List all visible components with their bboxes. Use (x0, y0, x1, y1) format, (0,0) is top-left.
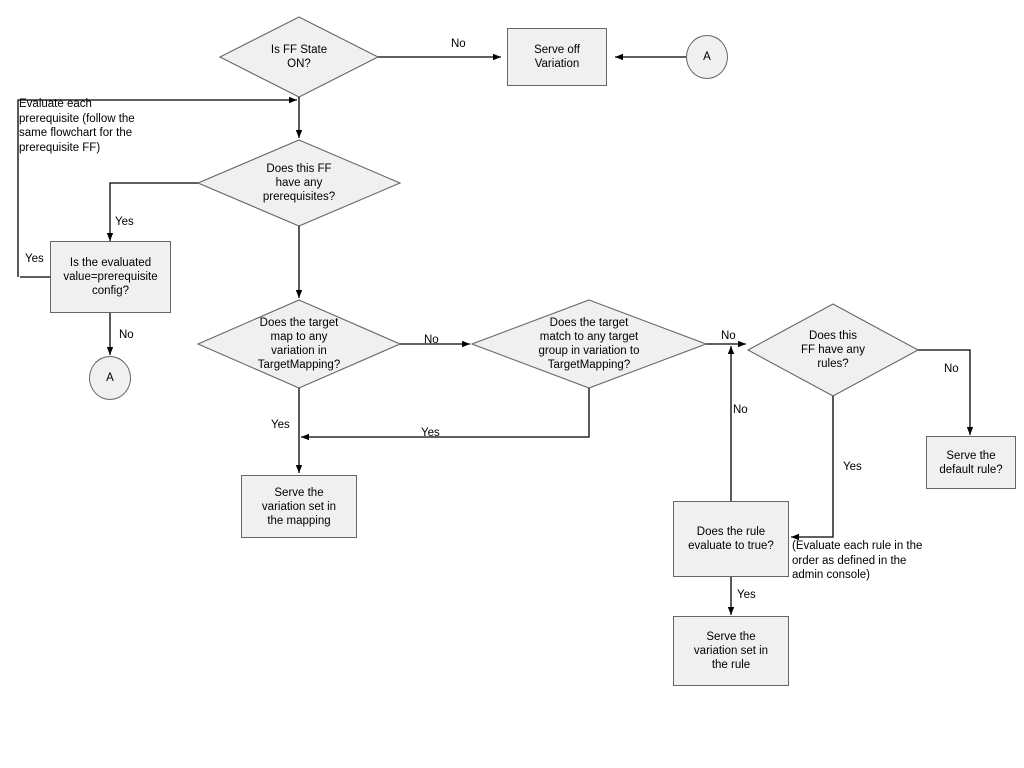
edge-label-rules-no: No (944, 363, 959, 375)
process-serve-variation-rule-label: Serve the variation set in the rule (693, 631, 769, 671)
connector-a-top-label: A (703, 51, 711, 63)
edge-label-prerequisite-config-yes: Yes (25, 253, 44, 265)
decision-has-prerequisites-label: Does this FF have any prerequisites? (262, 163, 336, 203)
process-serve-variation-mapping[interactable]: Serve the variation set in the mapping (241, 475, 357, 538)
process-serve-variation-mapping-label: Serve the variation set in the mapping (261, 486, 337, 527)
edge-label-rules-yes: Yes (843, 461, 862, 473)
edge-label-target-map-yes: Yes (271, 419, 290, 431)
process-serve-off-variation-label: Serve off Variation (534, 44, 580, 70)
decision-has-rules[interactable]: Does this FF have any rules? (748, 304, 918, 396)
note-rule-evaluation-order: (Evaluate each rule in the order as defi… (792, 540, 923, 581)
edge-label-rule-evaluate-no: No (733, 404, 748, 416)
edge-label-target-map-no: No (424, 334, 439, 346)
edge-label-target-group-yes: Yes (421, 427, 440, 439)
edge-rules-no (918, 349, 974, 435)
decision-target-map-to-variation-label: Does the target map to any variation in … (257, 317, 341, 371)
edge-label-prerequisite-config-no: No (119, 329, 134, 341)
decision-is-ff-state-on-label: Is FF State ON? (270, 44, 328, 70)
process-prerequisite-config-check[interactable]: Is the evaluated value=prerequisite conf… (50, 241, 171, 313)
decision-target-match-group-label: Does the target match to any target grou… (538, 317, 640, 371)
edge-label-ff-state-no: No (451, 38, 466, 50)
process-serve-off-variation[interactable]: Serve off Variation (507, 28, 607, 86)
decision-has-prerequisites[interactable]: Does this FF have any prerequisites? (198, 140, 400, 226)
decision-target-map-to-variation[interactable]: Does the target map to any variation in … (198, 300, 400, 388)
process-serve-default-rule[interactable]: Serve the default rule? (926, 436, 1016, 489)
process-serve-variation-rule[interactable]: Serve the variation set in the rule (673, 616, 789, 686)
edge-label-target-group-no: No (721, 330, 736, 342)
decision-is-ff-state-on[interactable]: Is FF State ON? (220, 17, 378, 97)
note-prerequisite-evaluation: Evaluate each prerequisite (follow the s… (19, 98, 135, 154)
process-prerequisite-config-check-label: Is the evaluated value=prerequisite conf… (63, 257, 158, 297)
edge-label-prerequisites-yes: Yes (115, 216, 134, 228)
process-does-rule-evaluate-true[interactable]: Does the rule evaluate to true? (673, 501, 789, 577)
connector-a-bottom[interactable]: A (89, 356, 131, 400)
process-does-rule-evaluate-true-label: Does the rule evaluate to true? (688, 526, 774, 552)
connector-a-top[interactable]: A (686, 35, 728, 79)
decision-target-match-group[interactable]: Does the target match to any target grou… (472, 300, 706, 388)
edge-targetgroup-yes (301, 388, 590, 441)
edge-label-rule-evaluate-yes: Yes (737, 589, 756, 601)
decision-has-rules-label: Does this FF have any rules? (801, 330, 865, 370)
connector-a-bottom-label: A (106, 372, 114, 384)
process-serve-default-rule-label: Serve the default rule? (939, 449, 1003, 476)
edge-prereq-loop-return (17, 96, 297, 277)
edge-rules-yes (791, 396, 834, 541)
edge-prereqs-yes (106, 182, 198, 241)
